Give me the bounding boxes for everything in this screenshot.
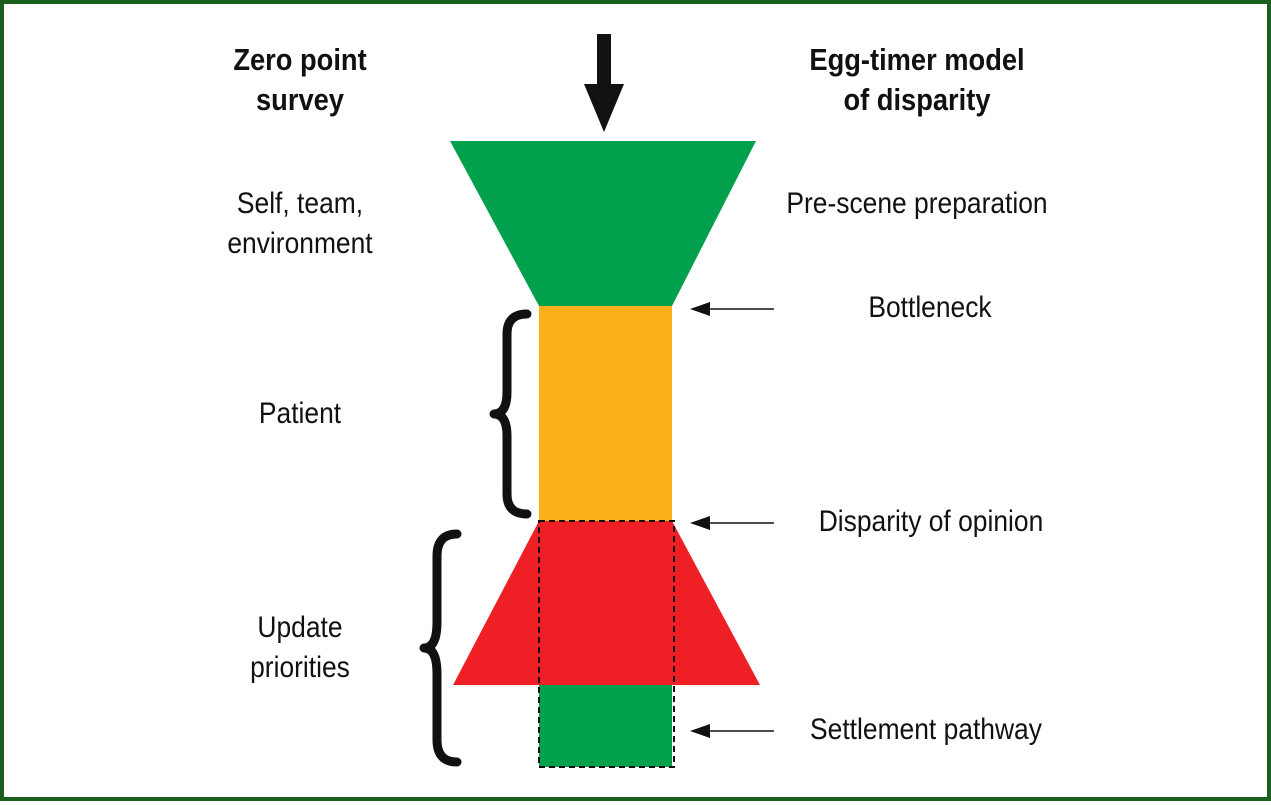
entry-arrow-icon [584,34,624,132]
patient-label-text: Patient [258,397,342,430]
settlement-block [539,685,672,767]
update-brace-icon [419,529,462,767]
bottleneck-label: Bottleneck [860,288,1001,328]
update-label-line-1: Update [257,611,343,644]
update-label-line-2: priorities [250,651,350,684]
disparity-trapezoid [453,521,760,685]
left-heading-line-1: Zero point [233,42,367,77]
patient-brace-icon [489,309,532,519]
update-priorities-label: Update priorities [230,608,371,688]
right-heading-line-1: Egg-timer model [809,42,1025,77]
left-heading-line-2: survey [256,82,344,117]
prescene-label: Pre-scene preparation [785,184,1049,224]
bottleneck-pointer-arrow-icon [690,302,774,316]
disparity-label: Disparity of opinion [808,502,1054,542]
patient-bottleneck [539,306,672,521]
bottleneck-label-text: Bottleneck [868,291,992,324]
patient-label: Patient [230,394,371,434]
settlement-label-text: Settlement pathway [810,713,1042,746]
right-heading: Egg-timer model of disparity [807,40,1027,120]
self-team-label-line-1: Self, team, [236,187,364,220]
self-team-label: Self, team, environment [203,184,397,264]
disparity-label-text: Disparity of opinion [818,505,1044,538]
settlement-pointer-arrow-icon [690,724,774,738]
right-heading-line-2: of disparity [843,82,991,117]
left-heading: Zero point survey [212,40,388,120]
egg-timer-diagram [419,34,774,768]
prescene-funnel [450,141,756,306]
self-team-label-line-2: environment [227,227,373,260]
prescene-label-text: Pre-scene preparation [786,187,1048,220]
settlement-label: Settlement pathway [803,710,1049,750]
disparity-pointer-arrow-icon [690,516,774,530]
